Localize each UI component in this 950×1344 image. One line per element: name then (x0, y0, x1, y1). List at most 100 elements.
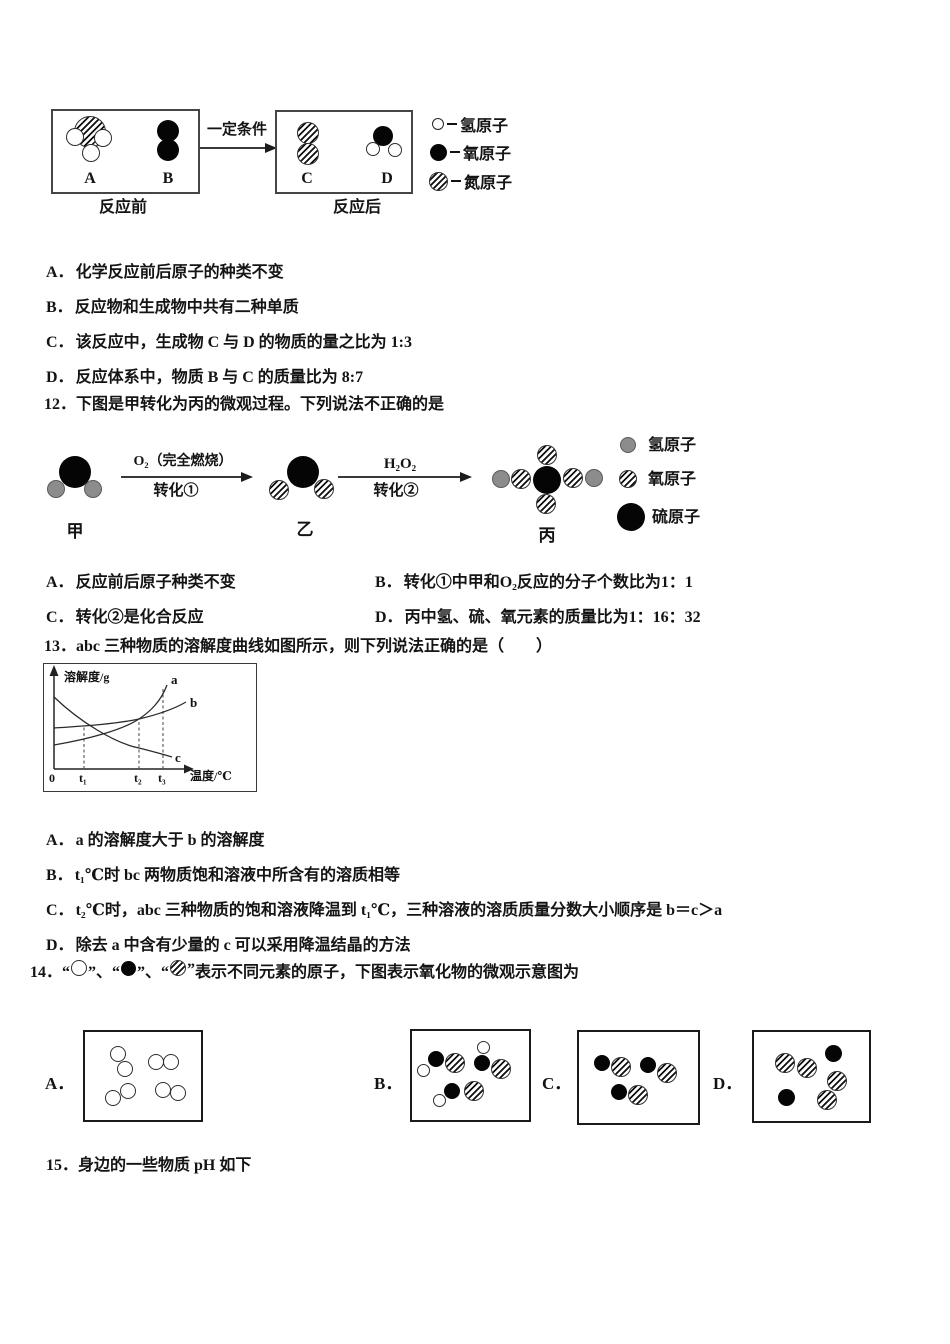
legend-label-nitrogen: 氮原子 (464, 175, 513, 192)
x-axis-arrow-icon (184, 764, 194, 774)
q13-stem: 13．abc 三种物质的溶解度曲线如图所示，则下列说法正确的是（ ） (44, 638, 553, 655)
gray-atom (47, 480, 65, 498)
hatch-atom (536, 494, 556, 514)
q11-after-caption: 反应后 (332, 199, 381, 216)
option-text: 丙中氢、硫、氧元素的质量比为1：16：32 (404, 609, 701, 626)
gray-atom (84, 480, 102, 498)
q12-option-a: A．反应前后原子种类不变 (46, 568, 236, 592)
option-letter: D． (375, 609, 403, 626)
q11-before-caption: 反应前 (98, 199, 147, 216)
option-letter: B． (375, 574, 402, 591)
black-atom (59, 456, 91, 488)
q14-box-b (410, 1029, 531, 1122)
q12-arrow1-bottom-label: 转化① (153, 483, 199, 499)
q12-arrow1-top-label: O₂（完全燃烧） (133, 454, 233, 469)
q11-options: A．化学反应前后原子的种类不变 B．反应物和生成物中共有二种单质 C．该反应中，… (46, 252, 412, 392)
hydrogen-atom-icon (432, 118, 444, 130)
q11-legend-row-oxygen: 氧原子 (430, 140, 511, 164)
nitrogen-atom-icon (429, 171, 448, 191)
hatch-atom (269, 480, 289, 500)
hatch-atom (619, 470, 637, 488)
q12-legend-label-sulfur: 硫原子 (652, 509, 701, 526)
q14-stem-part: 14．“ (30, 964, 71, 981)
black-atom (617, 503, 645, 531)
option-letter: B． (46, 298, 73, 316)
q11-legend-row-nitrogen: 氮原子 (429, 169, 512, 193)
tick-origin: 0 (49, 771, 55, 785)
q14-box-c (577, 1030, 700, 1125)
q14-stem-text: 表示不同元素的原子，下图表示氧化物的微观示意图为 (195, 964, 580, 981)
option-text: 转化①中甲和O₂反应的分子个数比为1：1 (403, 574, 693, 591)
q12-option-b: B．转化①中甲和O₂反应的分子个数比为1：1 (375, 568, 693, 592)
option-text: 化学反应前后原子的种类不变 (75, 263, 284, 281)
option-text: t₂℃时，abc 三种物质的饱和溶液降温到 t₁℃，三种溶液的溶质质量分数大小顺… (75, 901, 723, 919)
option-text: 该反应中，生成物 C 与 D 的物质的量之比为 1:3 (75, 333, 413, 351)
tick-t2: t₂ (134, 771, 142, 785)
q11-option-b: B．反应物和生成物中共有二种单质 (46, 287, 412, 322)
q15-stem: 15．身边的一些物质 pH 如下 (46, 1157, 252, 1174)
q11-option-a: A．化学反应前后原子的种类不变 (46, 252, 412, 287)
curve-b-label: b (190, 695, 197, 710)
q11-molecule-label-d: D (381, 170, 393, 187)
q14-stem-part: ”、“ (88, 964, 121, 981)
white-atom-icon (71, 960, 88, 976)
q12-arrow2-top-label: H₂O₂ (383, 456, 417, 472)
q12-arrow2-bottom-label: 转化② (373, 483, 419, 499)
q11-molecule-label-a: A (84, 170, 96, 187)
black-atom (287, 456, 319, 488)
legend-dash (447, 122, 457, 126)
q14-option-letter-b: B． (374, 1074, 403, 1093)
q14-box-a (83, 1030, 203, 1122)
option-letter: A． (46, 263, 74, 281)
q14-option-letter-d: D． (713, 1074, 743, 1093)
hatch-atom (511, 469, 531, 489)
q13-options: A．a 的溶解度大于 b 的溶解度 B．t₁℃时 bc 两物质饱和溶液中所含有的… (46, 820, 722, 960)
q14-option-letter-a: A． (45, 1074, 75, 1093)
option-letter: C． (46, 609, 74, 626)
black-atom-icon (121, 960, 137, 976)
q13-option-c: C．t₂℃时，abc 三种物质的饱和溶液降温到 t₁℃，三种溶液的溶质质量分数大… (46, 890, 722, 925)
gray-atom (620, 437, 636, 453)
option-text: 反应体系中，物质 B 与 C 的质量比为 8:7 (75, 368, 364, 386)
legend-dash (451, 179, 461, 183)
q11-molecule-label-b: B (162, 170, 174, 187)
q12-label-bing: 丙 (538, 526, 556, 545)
q14-stem-part: ” (187, 961, 196, 978)
option-letter: D． (46, 368, 74, 386)
curve-c-label: c (175, 750, 181, 765)
q13-option-a: A．a 的溶解度大于 b 的溶解度 (46, 820, 722, 855)
tick-t1: t₁ (79, 771, 87, 785)
option-letter: A． (46, 574, 74, 591)
option-letter: C． (46, 901, 74, 919)
q11-option-c: C．该反应中，生成物 C 与 D 的物质的量之比为 1:3 (46, 322, 412, 357)
q12-legend-label-oxygen: 氧原子 (648, 471, 697, 488)
q14-stem: 14．“ ”、“ ”、“ ”表示不同元素的原子，下图表示氧化物的微观示意图为 (30, 952, 579, 988)
q12-option-d: D．丙中氢、硫、氧元素的质量比为1：16：32 (375, 603, 701, 627)
q14-option-letter-c: C． (542, 1074, 572, 1093)
q12-label-yi: 乙 (296, 520, 314, 539)
q12-option-c: C．转化②是化合反应 (46, 603, 204, 627)
q14-stem-part: ”、“ (137, 964, 170, 981)
curve-a-label: a (171, 672, 178, 687)
q11-legend-row-hydrogen: 氢原子 (432, 112, 508, 136)
curve-a (53, 684, 168, 746)
option-letter: C． (46, 333, 74, 351)
q12-label-jia: 甲 (66, 522, 84, 541)
hatched-atom-icon (170, 960, 187, 976)
y-axis-arrow-icon (49, 665, 59, 676)
tick-t3: t₃ (158, 771, 166, 785)
option-text: a 的溶解度大于 b 的溶解度 (75, 831, 265, 849)
x-axis-label: 温度/℃ (190, 768, 232, 783)
q13-option-b: B．t₁℃时 bc 两物质饱和溶液中所含有的溶质相等 (46, 855, 722, 890)
curve-b (53, 701, 187, 729)
y-axis-label: 溶解度/g (64, 669, 109, 684)
gray-atom (492, 470, 510, 488)
legend-label-oxygen: 氧原子 (463, 146, 512, 163)
option-text: 除去 a 中含有少量的 c 可以采用降温结晶的方法 (75, 936, 411, 954)
q13-option-d: D．除去 a 中含有少量的 c 可以采用降温结晶的方法 (46, 925, 722, 960)
option-letter: A． (46, 831, 74, 849)
black-atom (533, 466, 561, 494)
hatch-atom (537, 445, 557, 465)
q11-option-d: D．反应体系中，物质 B 与 C 的质量比为 8:7 (46, 357, 412, 392)
